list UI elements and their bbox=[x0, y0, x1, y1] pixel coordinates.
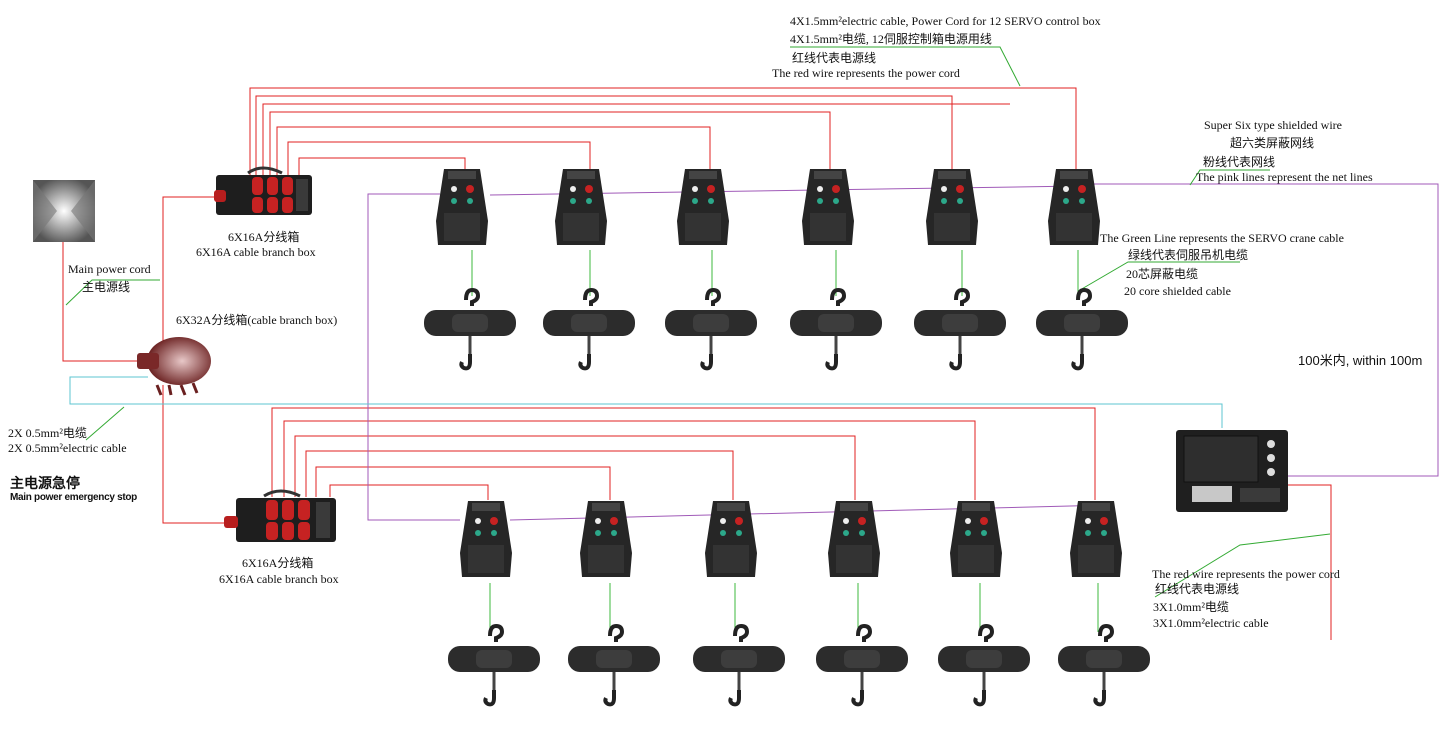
servo-control-box-icon bbox=[553, 165, 609, 254]
electric-chain-hoist-icon bbox=[1034, 287, 1130, 385]
net-line bbox=[367, 193, 460, 521]
power-wire bbox=[298, 157, 466, 175]
electric-chain-hoist-icon bbox=[541, 287, 637, 385]
power-wire bbox=[276, 126, 711, 175]
top-power-wires bbox=[249, 87, 1077, 175]
bottom-red-label-cn: 红线代表电源线 bbox=[1155, 582, 1240, 596]
electric-chain-hoist-icon bbox=[936, 623, 1032, 721]
red-wire-label-cn: 红线代表电源线 bbox=[792, 51, 877, 65]
red-wire-label-en: The red wire represents the power cord bbox=[772, 66, 960, 80]
estop-line bbox=[69, 376, 1223, 428]
servo-control-box-icon bbox=[434, 165, 490, 254]
cable-2x05-label-cn: 2X 0.5mm²电缆 bbox=[8, 426, 87, 440]
cable-branch-box-icon bbox=[137, 337, 211, 396]
bottom-power-wires bbox=[271, 407, 1096, 500]
main-power-label-en: Main power cord bbox=[68, 262, 151, 276]
branch-box-top bbox=[212, 165, 314, 223]
net-label-cn: 超六类屏蔽网线 bbox=[1230, 136, 1315, 150]
branch-top-label-cn: 6X16A分线箱 bbox=[228, 230, 300, 244]
servo-control-box-icon bbox=[1068, 497, 1124, 586]
power-plug bbox=[33, 180, 95, 242]
servo-control-box-icon bbox=[826, 497, 882, 586]
core-label-cn: 20芯屏蔽电缆 bbox=[1126, 267, 1199, 281]
estop-label-cn: 主电源急停 bbox=[10, 475, 80, 491]
power-wire bbox=[329, 484, 489, 500]
power-wire bbox=[249, 87, 1077, 175]
branch-box-bottom bbox=[224, 488, 338, 552]
main-controller-icon bbox=[1176, 430, 1288, 512]
electric-chain-hoist-icon bbox=[422, 287, 518, 385]
estop-label-en: Main power emergency stop bbox=[10, 492, 137, 503]
cable-2x05-label-en: 2X 0.5mm²electric cable bbox=[8, 441, 127, 455]
servo-control-box-icon bbox=[924, 165, 980, 254]
servo-control-box-icon bbox=[800, 165, 856, 254]
pink-label-en: The pink lines represent the net lines bbox=[1196, 170, 1373, 184]
branch-top-label-en: 6X16A cable branch box bbox=[196, 245, 316, 259]
core-label-en: 20 core shielded cable bbox=[1124, 284, 1231, 298]
servo-control-box-icon bbox=[703, 497, 759, 586]
cable-branch-box-icon bbox=[214, 166, 312, 215]
power-wire bbox=[294, 435, 856, 500]
power-wire bbox=[255, 95, 953, 175]
servo-control-box-icon bbox=[948, 497, 1004, 586]
servo-control-box-icon bbox=[1046, 165, 1102, 254]
controller-power-wire bbox=[1286, 484, 1332, 640]
branch-32a-label: 6X32A分线箱(cable branch box) bbox=[176, 313, 338, 327]
servo-control-box-icon bbox=[578, 497, 634, 586]
bottom-cable-label-en: 3X1.0mm²electric cable bbox=[1153, 616, 1269, 630]
electric-chain-hoist-icon bbox=[663, 287, 759, 385]
electric-chain-hoist-icon bbox=[912, 287, 1008, 385]
main-power-wires bbox=[62, 196, 228, 524]
power-wire bbox=[315, 466, 611, 500]
servo-control-box-icon bbox=[675, 165, 731, 254]
branch-bottom-label-cn: 6X16A分线箱 bbox=[242, 556, 314, 570]
servo-cables-bottom bbox=[489, 583, 1099, 632]
main-controller bbox=[1176, 428, 1288, 513]
power-wire bbox=[162, 196, 215, 350]
electric-chain-hoist-icon bbox=[1056, 623, 1152, 721]
branch-bottom-label-en: 6X16A cable branch box bbox=[219, 572, 339, 586]
annotation-leaders bbox=[65, 46, 1331, 598]
top-cable-label-cn: 4X1.5mm²电缆, 12伺服控制箱电源用线 bbox=[790, 32, 992, 46]
bottom-cable-label-cn: 3X1.0mm²电缆 bbox=[1153, 600, 1229, 614]
bottom-red-label-en: The red wire represents the power cord bbox=[1152, 567, 1340, 581]
electric-chain-hoist-icon bbox=[691, 623, 787, 721]
green-label-en: The Green Line represents the SERVO cran… bbox=[1100, 231, 1344, 245]
electric-chain-hoist-icon bbox=[788, 287, 884, 385]
cable-branch-box-icon bbox=[224, 489, 336, 542]
electric-chain-hoist-icon bbox=[814, 623, 910, 721]
green-label-cn: 绿线代表伺服吊机电缆 bbox=[1128, 248, 1249, 262]
electric-chain-hoist-icon bbox=[446, 623, 542, 721]
branch-box-32a bbox=[135, 333, 213, 398]
distance-label: 100米内, within 100m bbox=[1298, 353, 1423, 368]
net-label-en: Super Six type shielded wire bbox=[1204, 118, 1342, 132]
power-wire bbox=[62, 240, 148, 362]
power-wire bbox=[305, 450, 734, 500]
main-power-label-cn: 主电源线 bbox=[82, 280, 131, 294]
power-wire bbox=[262, 103, 1010, 175]
pink-label-cn: 粉线代表网线 bbox=[1203, 155, 1276, 169]
top-cable-label-en: 4X1.5mm²electric cable, Power Cord for 1… bbox=[790, 14, 1101, 28]
power-wire bbox=[271, 407, 1096, 500]
net-line bbox=[1080, 183, 1439, 477]
power-plug-icon bbox=[33, 180, 95, 242]
power-wire bbox=[283, 420, 976, 500]
electric-chain-hoist-icon bbox=[566, 623, 662, 721]
power-wire bbox=[162, 385, 228, 524]
servo-control-box-icon bbox=[458, 497, 514, 586]
power-wire bbox=[269, 111, 831, 175]
power-wire bbox=[287, 141, 591, 175]
